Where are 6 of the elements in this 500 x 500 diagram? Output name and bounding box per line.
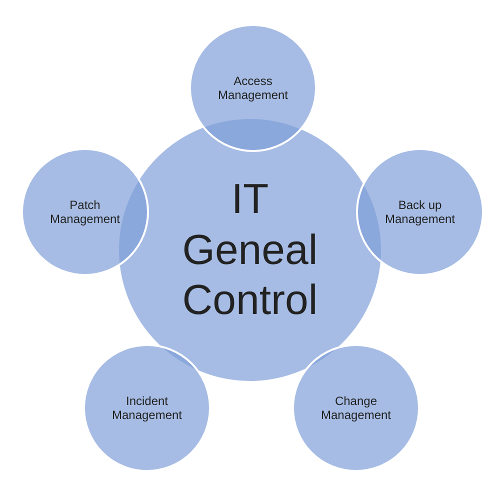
node-label: Change Management xyxy=(320,394,392,422)
node-label: Patch Management xyxy=(48,198,122,226)
node-label: IT Geneal Control xyxy=(181,174,319,326)
node-label: Access Management xyxy=(216,74,290,102)
node-label: Incident Management xyxy=(110,394,184,422)
node-label: Back up Management xyxy=(384,198,456,226)
